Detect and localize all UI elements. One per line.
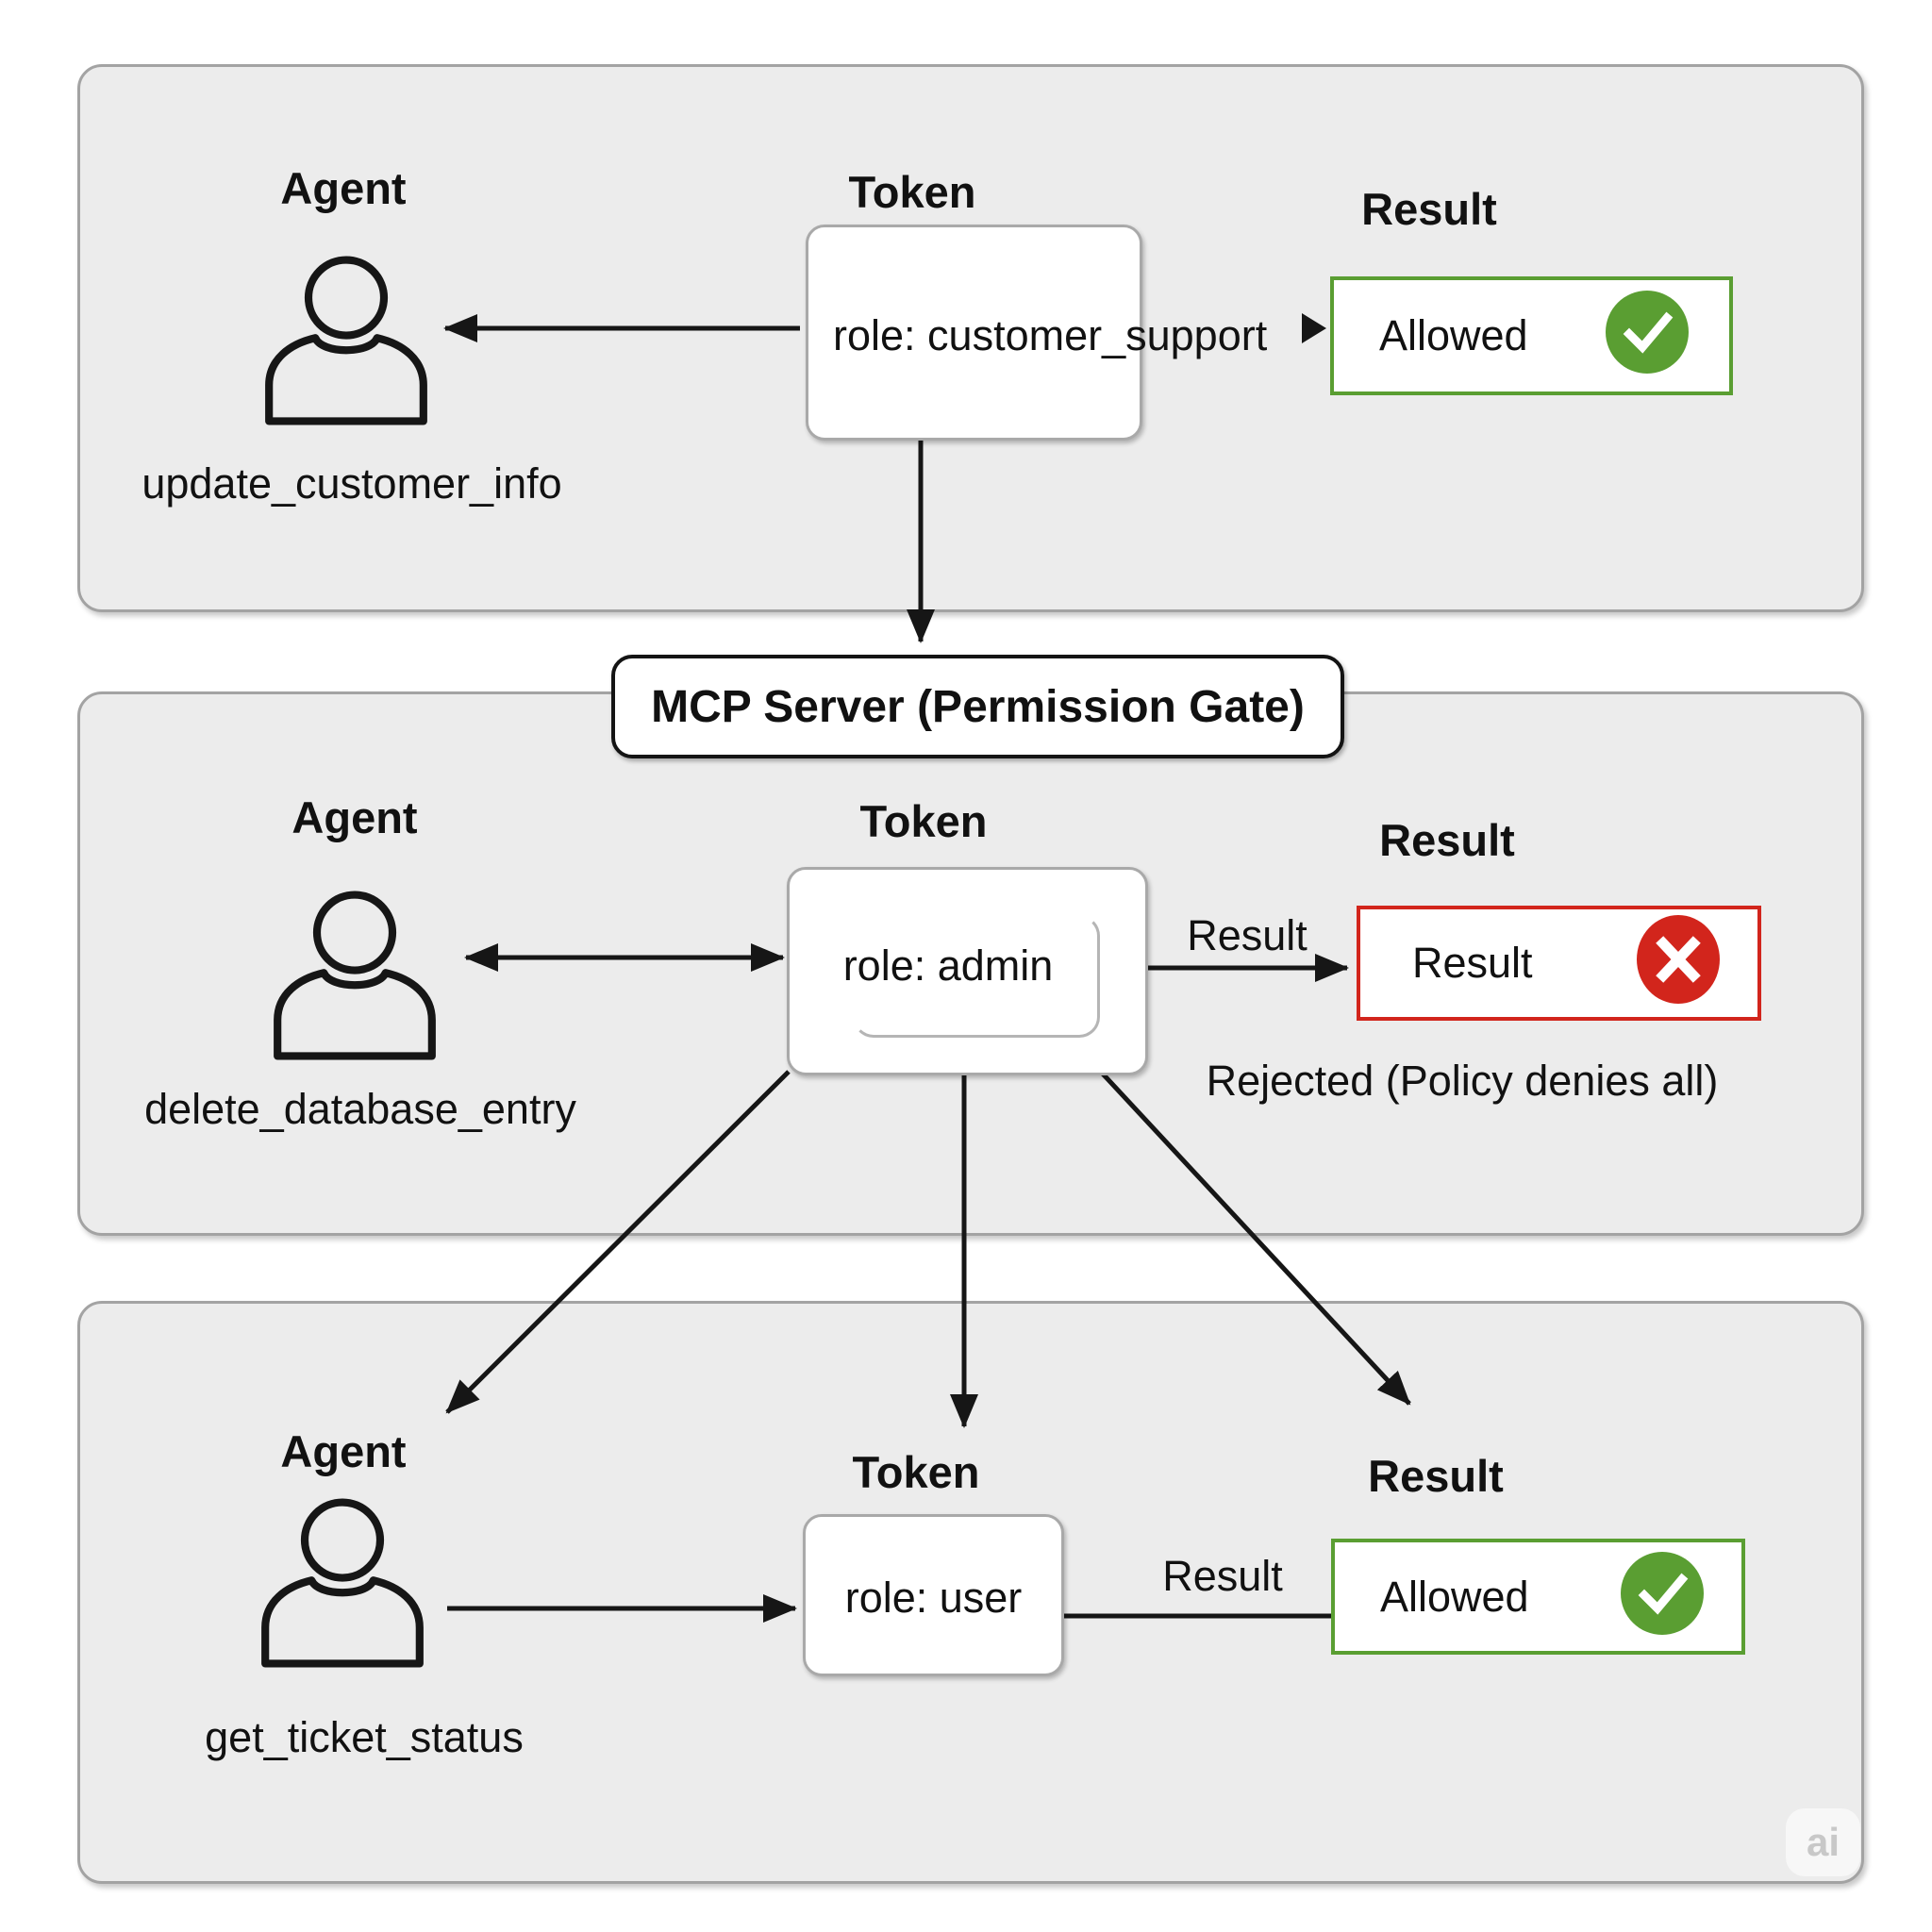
x-circle-icon	[1637, 915, 1720, 1004]
result-box-label-row2: Result	[1412, 939, 1533, 987]
token-box-row1	[806, 225, 1142, 441]
result-arrow-label-row2: Result	[1187, 911, 1307, 959]
result-arrow-label-row3: Result	[1162, 1552, 1283, 1600]
result-box-label-row3: Allowed	[1380, 1572, 1529, 1621]
check-circle-icon	[1606, 291, 1689, 374]
token-header-row1: Token	[848, 167, 976, 217]
agent-tool-label-row1: update_customer_info	[142, 459, 562, 508]
rejection-note: Rejected (Policy denies all)	[1206, 1057, 1719, 1105]
result-box-label-row1: Allowed	[1379, 311, 1528, 359]
result-header-row1: Result	[1361, 184, 1497, 234]
agent-tool-label-row3: get_ticket_status	[205, 1713, 524, 1761]
ai-watermark: ai	[1786, 1808, 1860, 1876]
token-role-row2: role: admin	[842, 941, 1054, 990]
person-icon	[248, 1497, 437, 1669]
token-box-row3: role: user	[803, 1514, 1064, 1676]
arrow-token2-to-agent3	[445, 1070, 791, 1414]
agent-header-row2: Agent	[291, 792, 418, 842]
agent-header-row3: Agent	[280, 1426, 407, 1476]
person-icon	[252, 255, 441, 426]
token-role-row1: role: customer_support	[833, 311, 1268, 359]
agent-tool-label-row2: delete_database_entry	[144, 1085, 576, 1133]
token-header-row3: Token	[852, 1447, 980, 1497]
token-role-row3: role: user	[844, 1574, 1023, 1622]
arrow-token2-to-result3	[1097, 1068, 1411, 1406]
token-box-row2: role: admin	[787, 867, 1148, 1075]
result-header-row3: Result	[1368, 1451, 1504, 1501]
mcp-server-gate-box: MCP Server (Permission Gate)	[611, 655, 1344, 758]
arrow-token1-to-result1	[1302, 313, 1326, 343]
agent-header-row1: Agent	[280, 163, 407, 213]
person-icon	[260, 890, 449, 1061]
result-header-row2: Result	[1379, 815, 1515, 865]
inner-token-outline	[853, 915, 1100, 1038]
check-circle-icon	[1621, 1552, 1704, 1635]
token-header-row2: Token	[859, 796, 988, 846]
